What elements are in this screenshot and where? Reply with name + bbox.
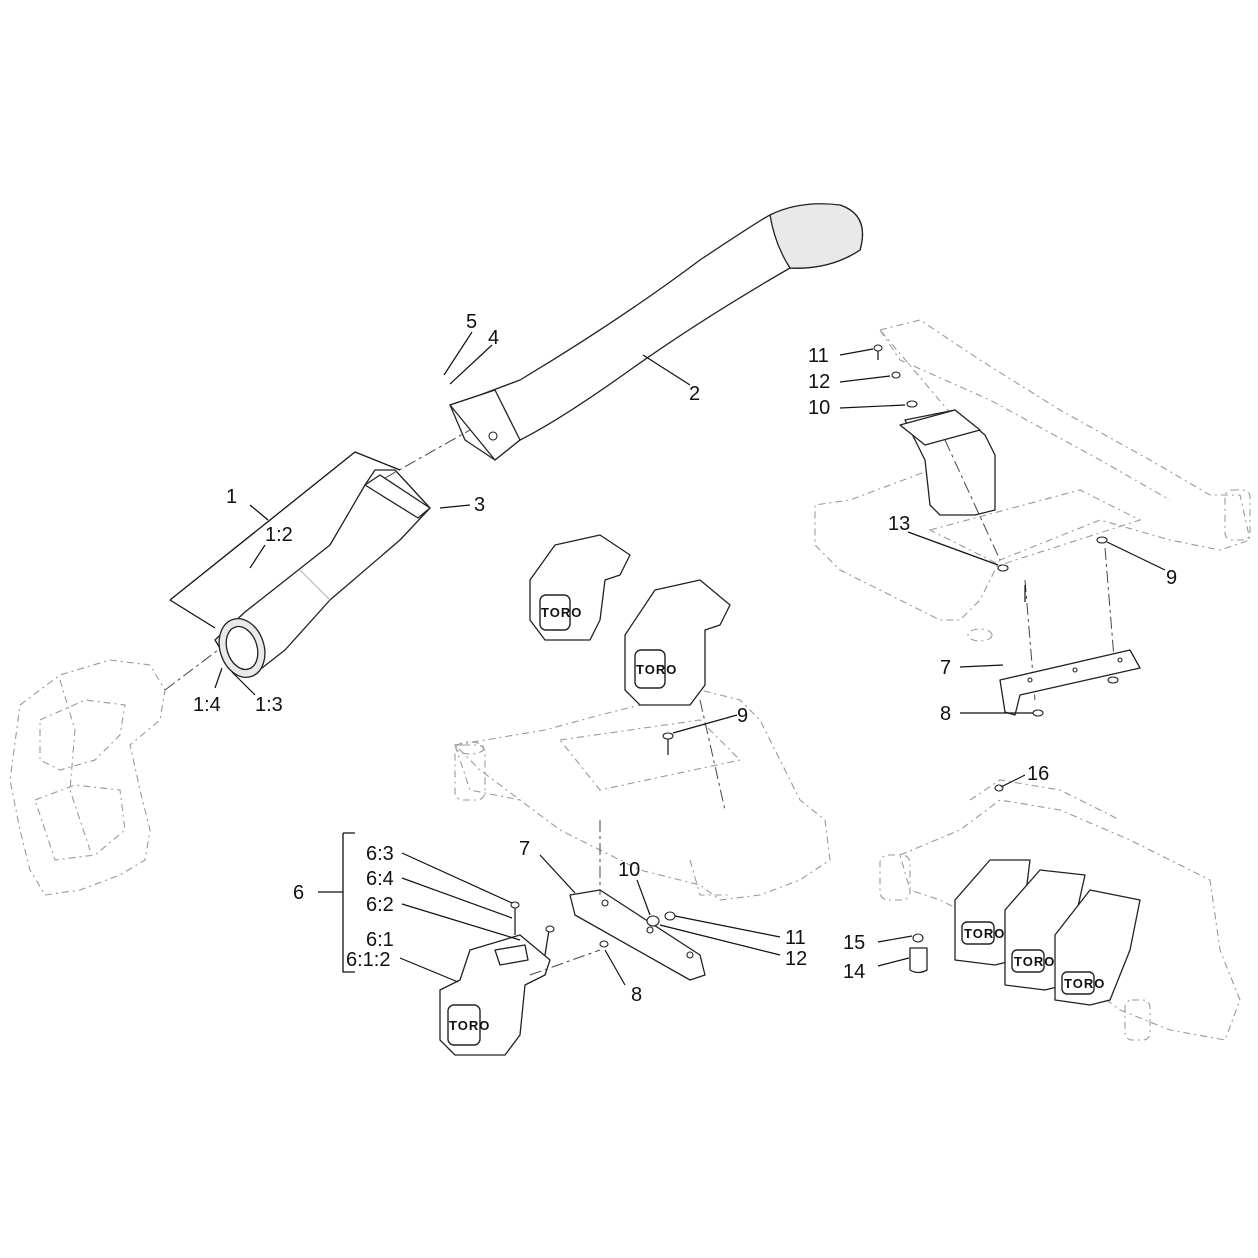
label-11-right: 11 bbox=[808, 345, 829, 367]
label-8-middle: 8 bbox=[631, 984, 642, 1006]
label-6: 6 bbox=[293, 882, 304, 904]
frame-upper-right-ghost bbox=[814, 319, 1251, 642]
label-13: 13 bbox=[888, 513, 910, 535]
label-6-4: 6:4 bbox=[366, 868, 394, 890]
label-5: 5 bbox=[466, 311, 477, 333]
weight-bracket-upper-right bbox=[873, 344, 1108, 572]
counterweight-triple: TORO TORO TORO bbox=[954, 859, 1141, 1006]
label-11-middle: 11 bbox=[785, 927, 806, 949]
label-10-middle: 10 bbox=[618, 859, 640, 881]
label-12-right: 12 bbox=[808, 371, 830, 393]
alignment-line-housing-tube bbox=[164, 649, 219, 691]
label-4: 4 bbox=[488, 327, 499, 349]
bracket-item-6 bbox=[318, 832, 355, 973]
svg-text:TORO: TORO bbox=[449, 1018, 490, 1033]
bolt-9-middle bbox=[662, 732, 674, 755]
label-10-right: 10 bbox=[808, 397, 830, 419]
label-1-4: 1:4 bbox=[193, 694, 221, 716]
label-2: 2 bbox=[689, 383, 700, 405]
spacer-parts bbox=[909, 784, 1004, 974]
mounting-plate-middle bbox=[569, 889, 706, 981]
svg-text:TORO: TORO bbox=[636, 662, 677, 677]
label-7-middle: 7 bbox=[519, 838, 530, 860]
counterweight-assembly: TORO bbox=[439, 901, 555, 1056]
label-6-2: 6:2 bbox=[366, 894, 394, 916]
alignment-line-frame-plate-right-2 bbox=[1104, 547, 1116, 671]
svg-text:TORO: TORO bbox=[541, 605, 582, 620]
counterweight-middle-right: TORO bbox=[624, 579, 731, 706]
discharge-tube-assembly bbox=[214, 469, 431, 678]
label-1-3: 1:3 bbox=[255, 694, 283, 716]
blower-housing-ghost bbox=[9, 659, 166, 896]
alignment-line-tube-chute bbox=[384, 429, 471, 479]
label-12-middle: 12 bbox=[785, 948, 807, 970]
label-16: 16 bbox=[1027, 763, 1049, 785]
label-6-1: 6:1 bbox=[366, 929, 394, 951]
label-3: 3 bbox=[474, 494, 485, 516]
label-8-right: 8 bbox=[940, 703, 951, 725]
mounting-plate-right bbox=[999, 585, 1141, 717]
label-14: 14 bbox=[843, 961, 865, 983]
svg-text:TORO: TORO bbox=[964, 926, 1005, 941]
label-1-2: 1:2 bbox=[265, 524, 293, 546]
alignment-line-bracket-frame bbox=[944, 439, 1001, 561]
label-6-3: 6:3 bbox=[366, 843, 394, 865]
bracket-item-1 bbox=[169, 451, 401, 629]
alignment-line-weight-frame bbox=[699, 699, 726, 811]
label-7-right: 7 bbox=[940, 657, 951, 679]
label-6-1-2: 6:1:2 bbox=[346, 949, 390, 971]
frame-middle-ghost bbox=[453, 689, 831, 901]
label-1: 1 bbox=[226, 486, 237, 508]
svg-text:TORO: TORO bbox=[1064, 976, 1105, 991]
label-9-middle: 9 bbox=[737, 705, 748, 727]
label-9-right: 9 bbox=[1166, 567, 1177, 589]
discharge-chute bbox=[449, 203, 864, 461]
frame-lower-right-ghost bbox=[879, 779, 1241, 1041]
counterweight-middle-left: TORO bbox=[529, 534, 631, 641]
svg-text:TORO: TORO bbox=[1014, 954, 1055, 969]
label-15: 15 bbox=[843, 932, 865, 954]
